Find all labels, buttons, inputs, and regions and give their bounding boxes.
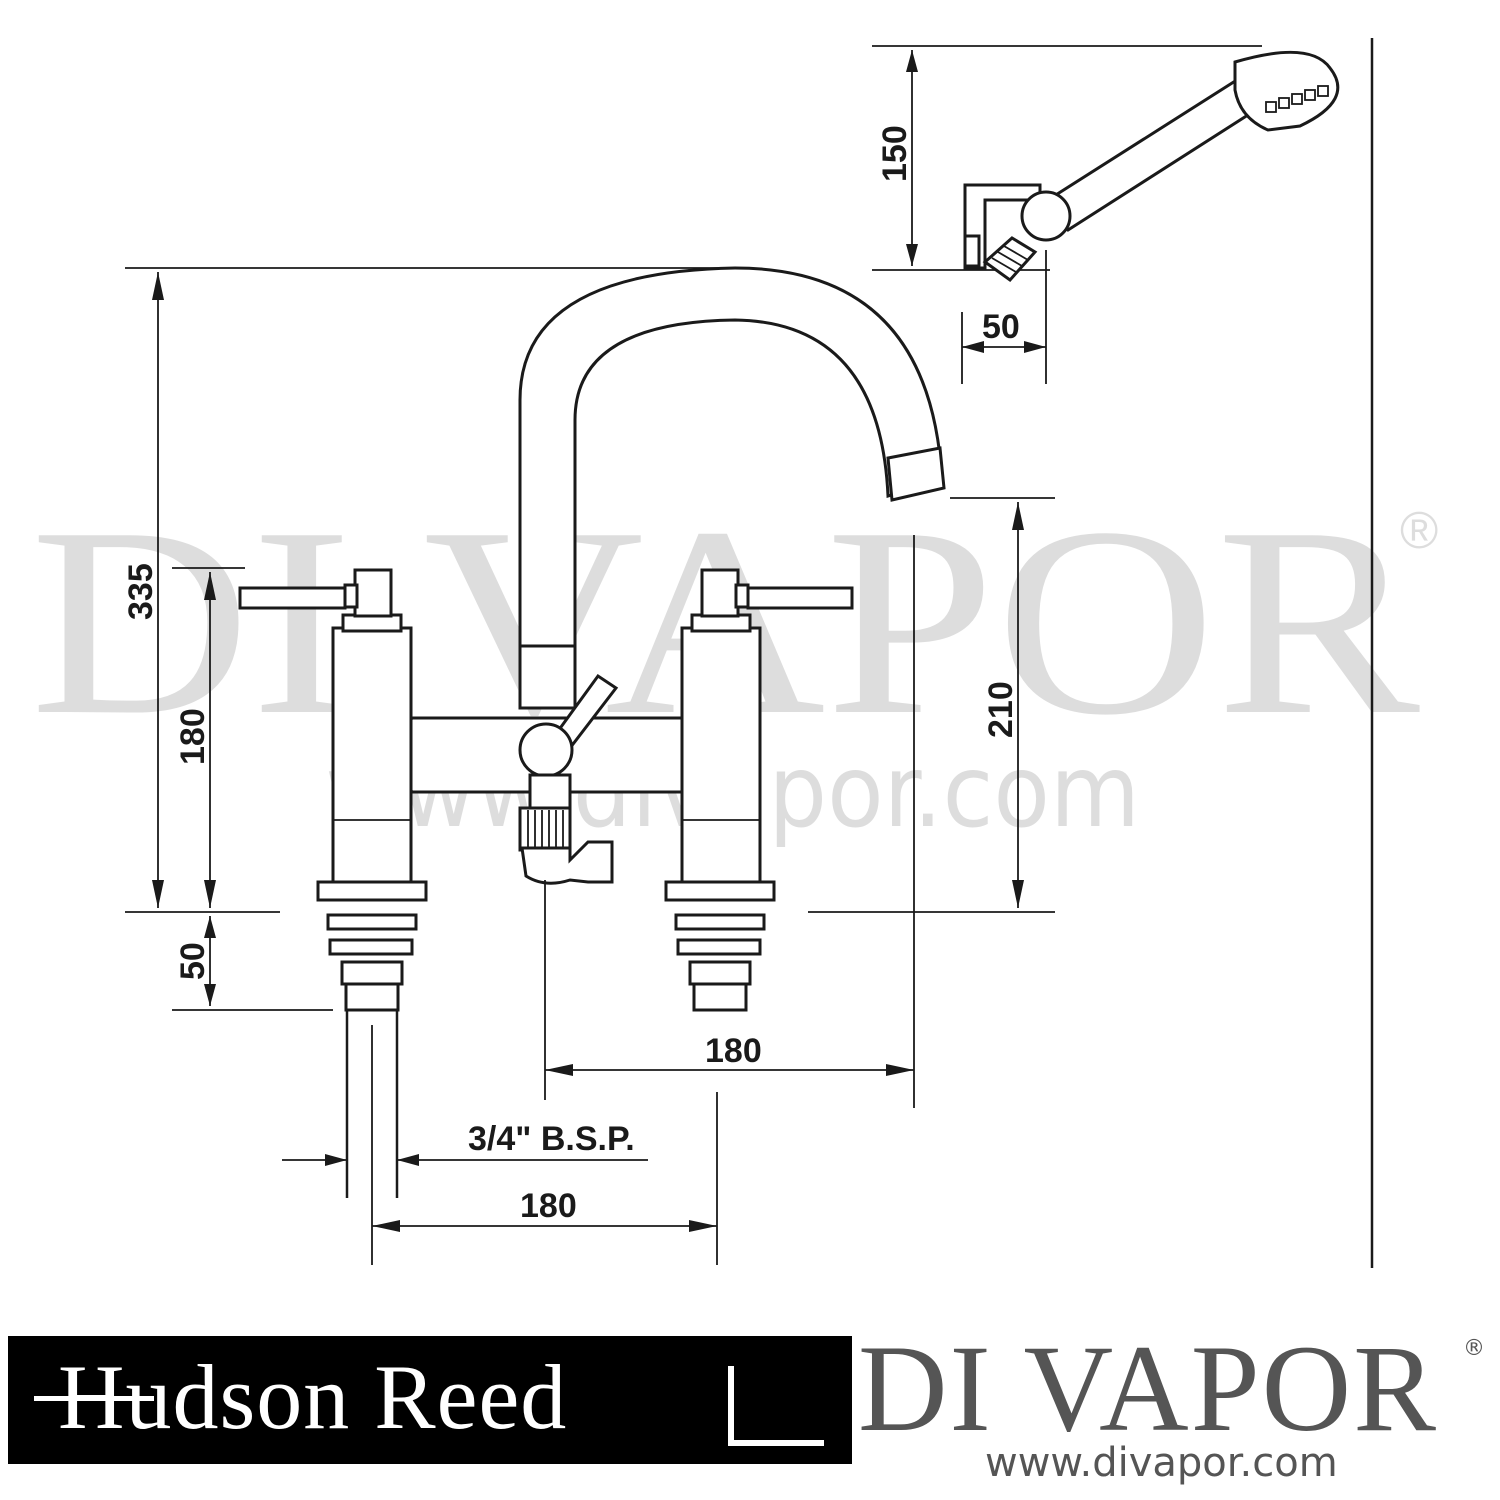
right-lever	[746, 586, 854, 610]
shower-head-nozzles	[1265, 85, 1329, 113]
left-lever	[238, 586, 347, 610]
di-vapor-registered-mark: ®	[1463, 1336, 1485, 1361]
watermark-registered-mark: ®	[1400, 502, 1438, 560]
hudson-reed-logo: Hudson Reed	[8, 1336, 852, 1464]
handset-height-label: 150	[876, 125, 914, 182]
thread-size-label: 3/4" B.S.P.	[468, 1120, 635, 1158]
bath-shower-mixer	[238, 266, 946, 1198]
dimension-lines: 335 180 50 210 180 3/4" B.S.P.	[122, 267, 1055, 1265]
overall-height-label: 335	[122, 563, 160, 620]
tail-length-label: 50	[174, 942, 212, 980]
right-pillar	[680, 626, 762, 884]
di-vapor-url: www.divapor.com	[985, 1440, 1338, 1486]
shower-handset: 150 50	[872, 45, 1340, 384]
left-pillar	[331, 626, 413, 884]
tap-dimension-drawing: DI VAPOR ® www.divapor.com	[30, 38, 1438, 1268]
centres-label: 180	[520, 1187, 577, 1225]
diverter-knob	[518, 722, 574, 778]
swivel-joint	[1020, 190, 1072, 242]
connector-knurling	[527, 810, 564, 848]
spout-height-label: 210	[982, 681, 1020, 738]
hudson-reed-logo-strike	[34, 1396, 154, 1401]
handle-height-label: 180	[174, 708, 212, 765]
hudson-reed-logo-bar	[728, 1366, 734, 1446]
di-vapor-logo-text: DI VAPOR	[858, 1320, 1438, 1457]
hudson-reed-logo-text: Hudson Reed	[58, 1346, 568, 1448]
handset-width-label: 50	[982, 308, 1020, 346]
spout-reach-label: 180	[705, 1032, 762, 1070]
hudson-reed-logo-underline	[732, 1440, 824, 1446]
